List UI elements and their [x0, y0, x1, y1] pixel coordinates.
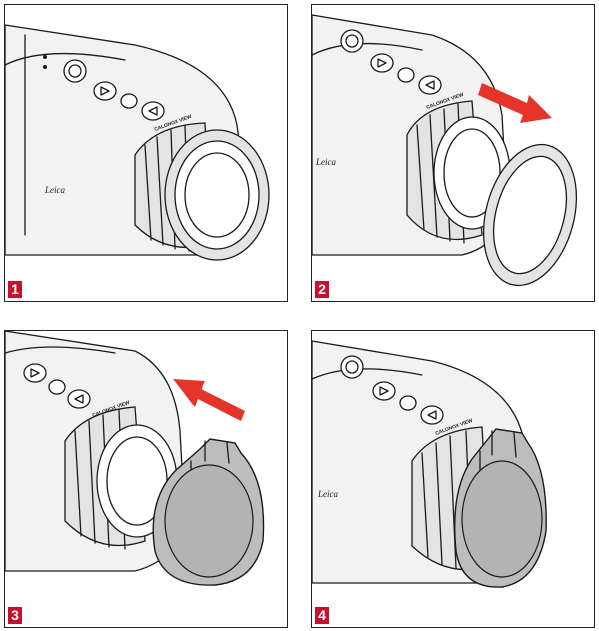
brand-logo: Leica: [315, 157, 336, 167]
right-arrow-button: [420, 405, 444, 425]
power-button: [63, 59, 87, 83]
step-4-illustration: Leica CALONOX VIEW: [312, 340, 547, 588]
brand-logo: Leica: [317, 489, 338, 499]
left-arrow-button: [370, 53, 394, 73]
right-arrow-button: [418, 75, 442, 95]
step-2-panel: Leica CALONOX VIEW 2: [311, 4, 595, 302]
brand-logo: Leica: [44, 185, 65, 195]
step-1-illustration: Leica CALONOX VIEW: [5, 24, 270, 261]
left-arrow-button: [23, 363, 47, 383]
power-button: [340, 355, 364, 379]
step-3-illustration: CALONOX VIEW: [5, 331, 265, 586]
power-button: [340, 29, 364, 53]
step-2-illustration: Leica CALONOX VIEW: [312, 14, 578, 287]
center-button: [120, 93, 138, 109]
arrow-up-left-icon: [173, 379, 245, 421]
arrow-down-right-icon: [478, 83, 552, 123]
left-arrow-button: [372, 381, 396, 401]
step-3-panel: CALONOX VIEW 3: [4, 330, 288, 628]
eyepiece-lens: [174, 140, 260, 250]
step-number-badge: 2: [315, 281, 329, 298]
center-button: [397, 67, 415, 83]
center-button: [399, 395, 417, 411]
step-number-badge: 1: [8, 281, 22, 298]
step-4-panel: Leica CALONOX VIEW 4: [311, 330, 595, 628]
center-button: [48, 379, 66, 395]
step-1-panel: Leica CALONOX VIEW 1: [4, 4, 288, 302]
right-arrow-button: [67, 389, 91, 409]
left-arrow-button: [93, 81, 117, 101]
step-number-badge: 3: [8, 607, 22, 624]
right-arrow-button: [141, 101, 165, 121]
step-number-badge: 4: [315, 607, 329, 624]
